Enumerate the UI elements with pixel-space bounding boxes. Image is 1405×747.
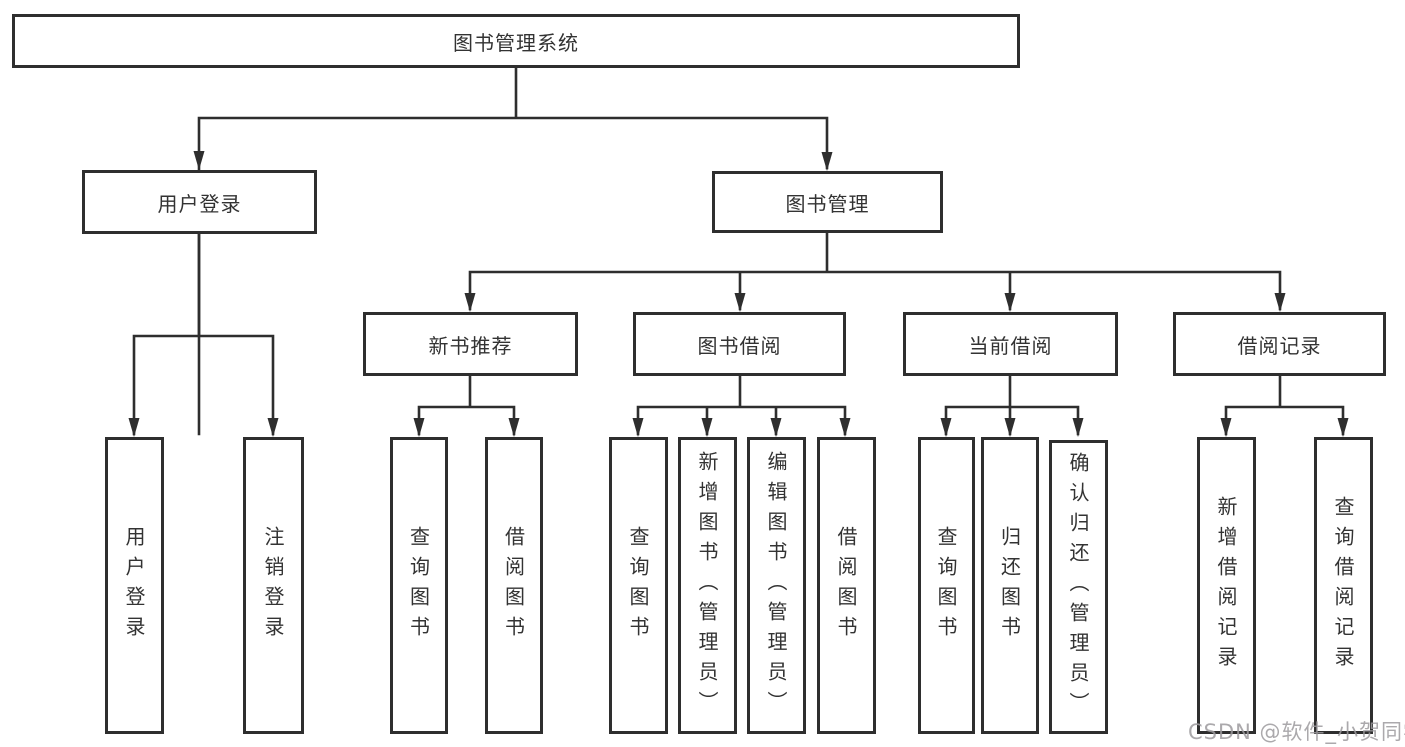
leaf-borrow-book-label: 借阅图书: [834, 525, 858, 646]
leaf-query-borrow-record: 查询借阅记录: [1314, 437, 1373, 734]
node-borrow-records-label: 借阅记录: [1237, 333, 1322, 358]
node-book-management: 图书管理: [712, 171, 943, 233]
leaf-edit-book-admin: 编辑图书（管理员）: [747, 437, 806, 734]
connector-user-login-children: [132, 232, 275, 436]
node-user-login: 用户登录: [82, 170, 317, 234]
connector-book-mgmt-children: [468, 231, 1282, 311]
leaf-add-book-admin: 新增图书（管理员）: [678, 437, 737, 734]
leaf-confirm-return-admin-label: 确认归还（管理员）: [1066, 452, 1090, 722]
leaf-user-login: 用户登录: [105, 437, 164, 734]
leaf-edit-book-admin-label: 编辑图书（管理员）: [764, 450, 788, 721]
leaf-confirm-return-admin: 确认归还（管理员）: [1049, 440, 1108, 734]
leaf-return-book-label: 归还图书: [997, 525, 1022, 646]
leaf-logout: 注销登录: [243, 437, 304, 734]
node-book-borrow-label: 图书借阅: [697, 333, 782, 358]
leaf-query-borrow-record-label: 查询借阅记录: [1331, 495, 1355, 676]
node-user-login-label: 用户登录: [157, 191, 242, 216]
watermark: CSDN @软件_小贺同学: [1188, 720, 1405, 744]
node-new-book-recommend-label: 新书推荐: [428, 333, 513, 358]
leaf-add-borrow-record: 新增借阅记录: [1197, 437, 1256, 734]
leaf-query-book-recommend: 查询图书: [390, 437, 448, 734]
leaf-logout-label: 注销登录: [261, 525, 285, 646]
leaf-query-book-borrow: 查询图书: [609, 437, 668, 734]
arrowheads: [128, 151, 1349, 437]
node-new-book-recommend: 新书推荐: [363, 312, 578, 376]
leaf-query-book-current: 查询图书: [918, 437, 975, 734]
leaf-user-login-label: 用户登录: [122, 525, 146, 646]
node-root: 图书管理系统: [12, 14, 1020, 68]
leaf-add-book-admin-label: 新增图书（管理员）: [695, 450, 719, 721]
node-book-management-label: 图书管理: [785, 191, 870, 216]
connector-new-book-children: [417, 374, 516, 436]
leaf-query-book-borrow-label: 查询图书: [626, 525, 650, 646]
leaf-add-borrow-record-label: 新增借阅记录: [1214, 495, 1238, 676]
leaf-borrow-book-recommend-label: 借阅图书: [501, 525, 526, 646]
leaf-query-book-recommend-label: 查询图书: [406, 525, 431, 646]
node-root-label: 图书管理系统: [453, 30, 579, 55]
leaf-query-book-current-label: 查询图书: [934, 525, 958, 646]
connector-borrow-record-children: [1224, 374, 1345, 436]
connector-book-borrow-children: [636, 374, 847, 436]
node-book-borrow: 图书借阅: [633, 312, 846, 376]
connector-root-to-level2: [197, 66, 829, 436]
node-current-borrow: 当前借阅: [903, 312, 1118, 376]
leaf-borrow-book: 借阅图书: [817, 437, 876, 734]
leaf-return-book: 归还图书: [981, 437, 1039, 734]
node-borrow-records: 借阅记录: [1173, 312, 1386, 376]
node-current-borrow-label: 当前借阅: [968, 333, 1053, 358]
leaf-borrow-book-recommend: 借阅图书: [485, 437, 543, 734]
